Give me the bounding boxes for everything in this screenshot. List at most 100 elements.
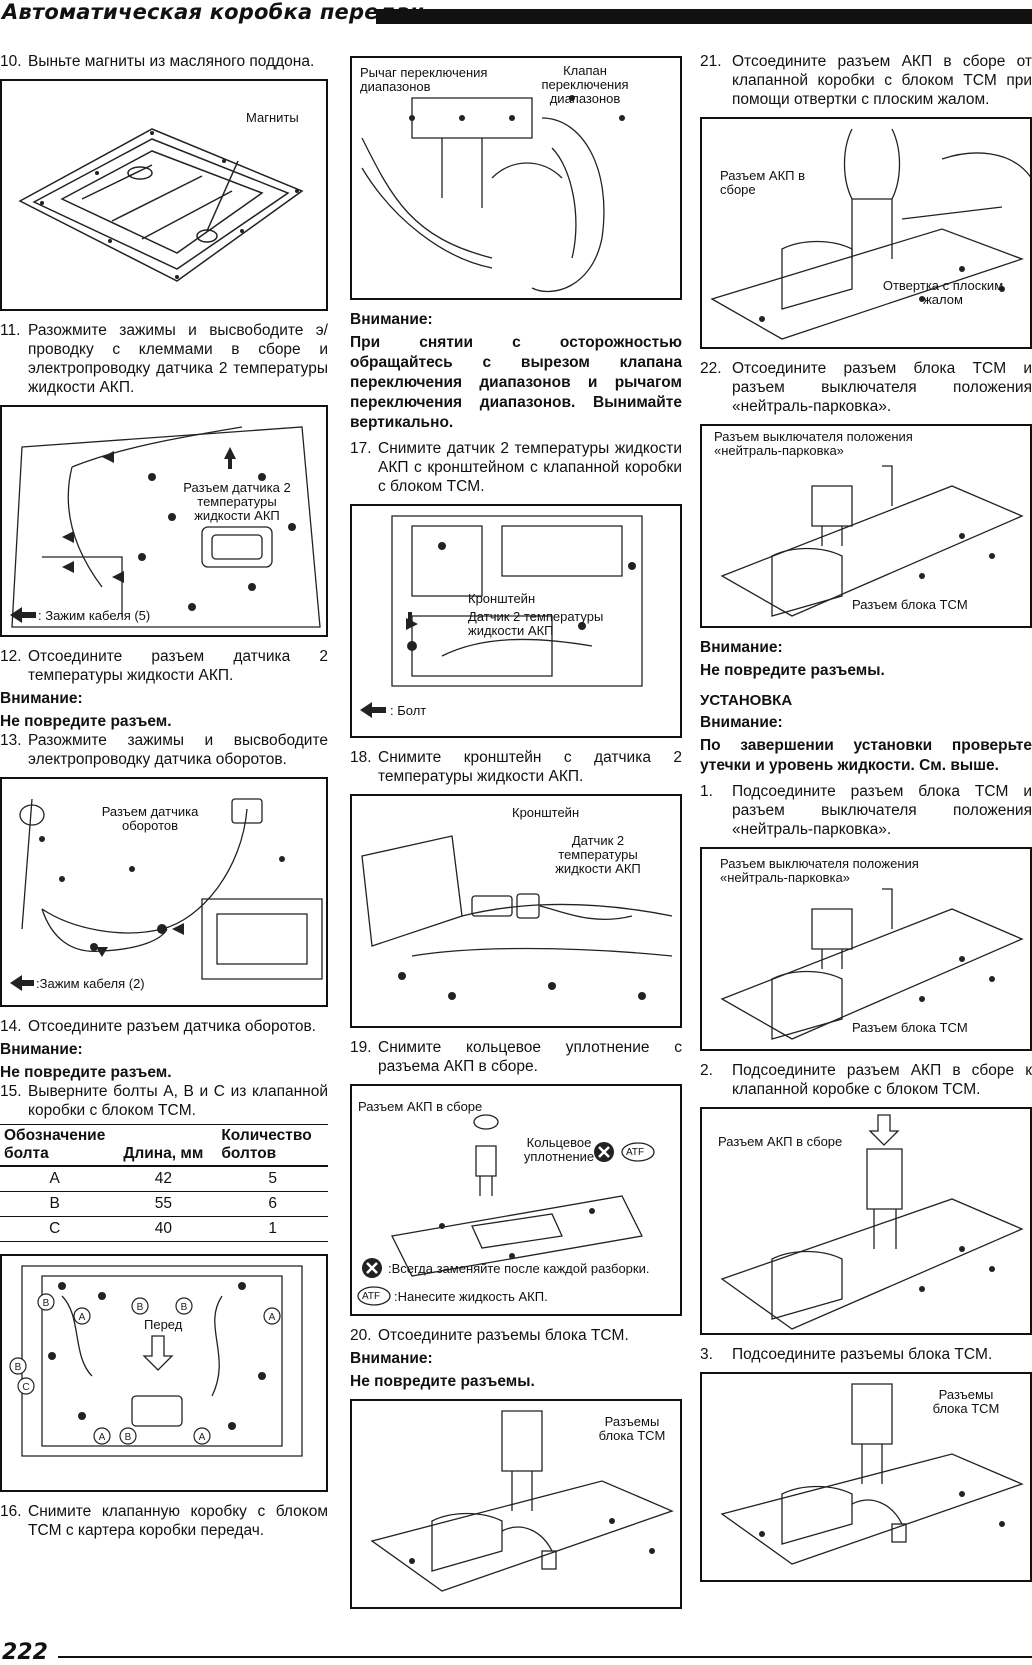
bracket-removal-illustration	[361, 835, 673, 1000]
column-2: Рычаг переключения диапазонов Клапан пер…	[350, 56, 682, 1619]
svg-text:B: B	[137, 1302, 144, 1313]
tcm-connector-label: Разъем блока TCM	[852, 597, 968, 612]
screwdriver-illustration	[710, 128, 1030, 340]
range-lever-label: Рычаг переключения диапазонов	[360, 65, 488, 94]
speed-cable-clip-legend: :Зажим кабеля (2)	[36, 976, 145, 991]
svg-text:A: A	[199, 1432, 206, 1443]
attention-text-1: Не повредите разъем.	[0, 713, 172, 730]
svg-text:C: C	[22, 1382, 29, 1393]
figure-bracket-bolt: Кронштейн Датчик 2 температуры жидкости …	[350, 504, 682, 738]
figure-tcm-connectors-install: Разъемы блока TCM	[700, 1372, 1032, 1582]
figure-speed-sensor: Разъем датчика оборотов :Зажим кабеля (2…	[0, 777, 328, 1007]
np-switch-label: Разъем выключателя положения «нейтраль-п…	[714, 429, 913, 458]
figure-np-switch-install: Разъем выключателя положения «нейтраль-п…	[700, 847, 1032, 1051]
np-switch-illustration	[720, 465, 1024, 617]
bolt-legend: : Болт	[390, 703, 427, 718]
oil-pan-illustration	[18, 128, 304, 282]
figure-bracket-removal: Кронштейн Датчик 2 температуры жидкости …	[350, 794, 682, 1028]
attention-text-2: Не повредите разъем.	[0, 1064, 172, 1081]
manual-valve-illustration	[361, 95, 625, 293]
svg-text:B: B	[125, 1432, 132, 1443]
step-13: 13.Разожмите зажимы и высвободите электр…	[0, 732, 328, 768]
column-1: 10.Выньте магниты из масляного поддона. …	[0, 52, 328, 1542]
step-18: 18.Снимите кронштейн с датчика 2 темпера…	[350, 749, 682, 785]
figure-valve-body-bolts: A B A B C A B A B B Перед	[0, 1254, 328, 1492]
o-ring-label: Кольцевое уплотнение	[523, 1135, 595, 1164]
svg-text:B: B	[43, 1298, 50, 1309]
figure-temp-sensor: Разъем датчика 2 температуры жидкости АК…	[0, 405, 328, 637]
header-bar	[376, 9, 1032, 24]
tcm-connectors-label-2: Разъемы блока TCM	[932, 1387, 1000, 1416]
temp-sensor-label-2: Датчик 2 температуры жидкости АКП	[555, 833, 641, 876]
atf-badge-legend: ATF	[362, 1291, 381, 1302]
svg-text:A: A	[99, 1432, 106, 1443]
replace-legend: :Всегда заменяйте после каждой разборки.	[388, 1261, 650, 1276]
front-label: Перед	[144, 1317, 183, 1332]
magnets-label: Магниты	[246, 110, 299, 125]
figure-np-switch: Разъем выключателя положения «нейтраль-п…	[700, 424, 1032, 628]
svg-text:B: B	[15, 1362, 22, 1373]
atf-badge: ATF	[626, 1147, 645, 1158]
valve-body-wiring-illustration	[10, 426, 321, 628]
step-10: 10.Выньте магниты из масляного поддона.	[0, 53, 315, 70]
step-12: 12.Отсоедините разъем датчика 2 температ…	[0, 648, 328, 684]
figure-magnets: Магниты	[0, 79, 328, 311]
figure-tcm-connectors: Разъемы блока TCM	[350, 1399, 682, 1609]
tcm-connectors-install-illustration	[720, 1383, 1024, 1565]
figure-manual-valve: Рычаг переключения диапазонов Клапан пер…	[350, 56, 682, 300]
svg-text:A: A	[269, 1312, 276, 1323]
speed-connector-label: Разъем датчика оборотов	[101, 804, 199, 833]
temp-connector-label: Разъем датчика 2 температуры жидкости АК…	[183, 480, 291, 523]
install-heading: УСТАНОВКА	[700, 692, 793, 709]
attention-text-5: Не повредите разъемы.	[700, 662, 885, 679]
bolt-table-header: Обозначение болта	[0, 1124, 110, 1167]
manual-valve-label: Клапан переключения диапазонов	[541, 63, 629, 106]
step-19: 19.Снимите кольцевое уплотнение с разъем…	[350, 1039, 682, 1075]
figure-atf-connector-install: Разъем АКП в сборе	[700, 1107, 1032, 1335]
step-11: 11.Разожмите зажимы и высвободите э/пров…	[0, 322, 328, 396]
step-16: 16.Снимите клапанную коробку с блоком TC…	[0, 1503, 328, 1539]
step-17: 17.Снимите датчик 2 температуры жидкости…	[350, 440, 682, 495]
atf-connector-label-3: Разъем АКП в сборе	[718, 1134, 843, 1149]
step-install-2: 2.Подсоедините разъем АКП в сборе к клап…	[700, 1062, 1032, 1098]
svg-text:A: A	[79, 1312, 86, 1323]
step-22: 22.Отсоедините разъем блока TCM и разъем…	[700, 360, 1032, 415]
bolt-table-header: Количество болтов	[217, 1124, 328, 1167]
np-switch-install-illustration	[720, 888, 1024, 1040]
attention-text-6: По завершении установки проверьте утечки…	[700, 737, 1032, 774]
step-install-3: 3.Подсоедините разъемы блока TCM.	[700, 1346, 993, 1363]
column-3: 21.Отсоедините разъем АКП в сборе от кла…	[700, 52, 1032, 1592]
page-header: Автоматическая коробка передач	[0, 0, 1032, 28]
valve-body-bolts-illustration: A B A B C A B A B B	[9, 1265, 303, 1457]
atf-connector-install-illustration	[720, 1114, 1024, 1330]
step-20: 20.Отсоедините разъемы блока TCM.	[350, 1327, 629, 1344]
attention-label-5: Внимание:	[700, 639, 783, 656]
page-number: 222	[2, 1640, 48, 1665]
cable-clip-legend: : Зажим кабеля (5)	[38, 608, 151, 623]
atf-legend: :Нанесите жидкость АКП.	[394, 1289, 548, 1304]
speed-sensor-illustration	[10, 798, 323, 991]
tcm-connector-label-2: Разъем блока TCM	[852, 1020, 968, 1035]
figure-o-ring: Разъем АКП в сборе Кольцевое уплотнение …	[350, 1084, 682, 1316]
step-21: 21.Отсоедините разъем АКП в сборе от кла…	[700, 53, 1032, 108]
tcm-connectors-label: Разъемы блока TCM	[598, 1414, 666, 1443]
step-14: 14.Отсоедините разъем датчика оборотов.	[0, 1018, 316, 1035]
temp-sensor-label: Датчик 2 температуры жидкости АКП	[468, 609, 604, 638]
attention-label-2: Внимание:	[0, 1041, 83, 1058]
figure-screwdriver: Разъем АКП в сборе Отвертка с плоским жа…	[700, 117, 1032, 349]
chapter-title: Автоматическая коробка передач	[2, 0, 425, 24]
screwdriver-label: Отвертка с плоским жалом	[882, 278, 1004, 307]
step-15: 15.Выверните болты A, B и C из клапанной…	[0, 1083, 328, 1119]
attention-label-1: Внимание:	[0, 690, 83, 707]
bracket-label-2: Кронштейн	[512, 805, 580, 820]
step-install-1: 1.Подсоедините разъем блока TCM и разъем…	[700, 783, 1032, 838]
svg-text:B: B	[181, 1302, 188, 1313]
bolt-table: Обозначение болта Длина, мм Количество б…	[0, 1124, 328, 1242]
attention-label-3: Внимание:	[350, 311, 433, 328]
atf-connector-label-2: Разъем АКП в сборе	[720, 168, 806, 197]
atf-connector-label: Разъем АКП в сборе	[358, 1099, 483, 1114]
footer-rule	[58, 1656, 1032, 1658]
attention-text-3: При снятии с осторожностью обращайтесь с…	[350, 334, 682, 431]
